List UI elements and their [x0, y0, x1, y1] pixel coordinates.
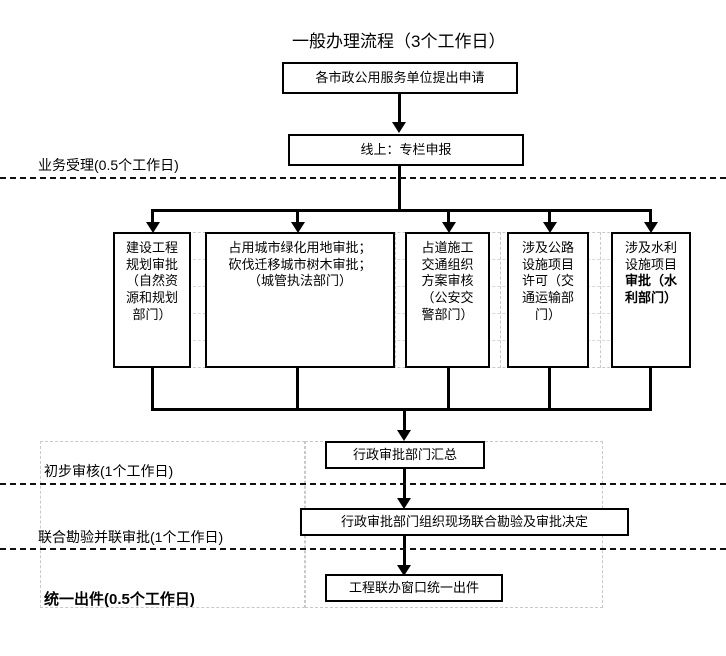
arrow-bus-to-summary: [397, 430, 411, 441]
node-summary[interactable]: 行政审批部门汇总: [325, 441, 485, 469]
node-highway-line-1: 涉及公路: [521, 240, 574, 255]
node-highway-line-3: 许可（交: [521, 273, 574, 289]
node-highway-lines: 涉及公路 设施项目 许可（交 通运输部 门）: [513, 240, 583, 323]
connector-bus-to-summary: [403, 408, 406, 438]
node-survey[interactable]: 行政审批部门组织现场联合勘验及审批决定: [300, 508, 629, 536]
node-survey-label: 行政审批部门组织现场联合勘验及审批决定: [340, 513, 588, 529]
grid-cell-parallel-area: [113, 232, 690, 368]
band-label-joint: 联合勘验并联审批(1个工作日): [38, 529, 224, 545]
band-label-review: 初步审核(1个工作日): [44, 463, 174, 479]
node-apply[interactable]: 各市政公用服务单位提出申请: [282, 62, 518, 94]
grid-line-v2: [395, 232, 396, 368]
fanout-arrow-3: [442, 222, 456, 233]
node-highway-line-5: 门）: [534, 306, 561, 322]
fanout-arrow-4: [543, 222, 557, 233]
node-traffic[interactable]: 占道施工 交通组织 方案审核 （公安交 警部门）: [405, 232, 490, 368]
fanin-branch-3: [447, 368, 450, 411]
node-summary-label: 行政审批部门汇总: [352, 446, 457, 462]
fanout-arrow-2: [291, 222, 305, 233]
node-planning-line-1: 建设工程: [125, 240, 178, 255]
grid-line-h4: [113, 340, 690, 341]
arrow-apply-to-online: [392, 122, 406, 133]
grid-line-h1: [113, 259, 690, 260]
node-water[interactable]: 涉及水利 设施项目 审批（水 利部门）: [611, 232, 691, 368]
band-separator-accept: [0, 177, 726, 179]
fanin-branch-2: [296, 368, 299, 411]
node-highway-line-4: 通运输部: [521, 289, 574, 305]
node-water-line-2: 设施项目: [624, 256, 677, 272]
node-apply-label: 各市政公用服务单位提出申请: [315, 69, 485, 85]
connector-survey-to-output: [403, 536, 406, 572]
fanout-arrow-5: [644, 222, 658, 233]
node-output[interactable]: 工程联办窗口统一出件: [325, 574, 503, 602]
band-separator-review: [0, 483, 726, 485]
node-traffic-line-1: 占道施工: [421, 240, 474, 255]
node-highway-line-2: 设施项目: [521, 256, 574, 272]
node-traffic-line-4: （公安交: [421, 289, 474, 305]
node-planning-line-2: 规划审批: [125, 256, 178, 272]
node-traffic-line-3: 方案审核: [421, 273, 474, 289]
fanout-branch-4: [548, 209, 551, 229]
connector-apply-to-online: [398, 94, 401, 128]
node-planning-line-4: 源和规划: [125, 289, 178, 305]
fanin-branch-1: [151, 368, 154, 411]
fanout-branch-1: [151, 209, 154, 229]
node-water-line-1: 涉及水利: [624, 240, 677, 255]
node-online-label: 线上：专栏申报: [360, 141, 452, 157]
arrow-survey-to-output: [397, 565, 411, 576]
fanout-arrow-1: [146, 222, 160, 233]
grid-line-v4: [600, 232, 601, 368]
fanout-branch-5: [649, 209, 652, 229]
node-water-line-4: 利部门）: [624, 289, 677, 305]
node-traffic-line-5: 警部门）: [421, 306, 474, 322]
fanin-branch-4: [548, 368, 551, 411]
fanin-branch-5: [649, 368, 652, 411]
node-planning[interactable]: 建设工程 规划审批 （自然资 源和规划 部门）: [113, 232, 191, 368]
node-online[interactable]: 线上：专栏申报: [288, 134, 524, 166]
grid-line-h2: [113, 286, 690, 287]
band-label-deliver: 统一出件(0.5个工作日): [44, 591, 195, 608]
fanout-branch-2: [296, 209, 299, 229]
node-planning-line-5: 部门）: [132, 306, 172, 322]
node-greenland-line-3: （城管执法部门）: [247, 273, 352, 289]
node-output-label: 工程联办窗口统一出件: [348, 579, 479, 595]
node-greenland-lines: 占用城市绿化用地审批； 砍伐迁移城市树木审批； （城管执法部门）: [211, 240, 389, 290]
node-greenland-line-2: 砍伐迁移城市树木审批；: [228, 256, 372, 272]
node-greenland[interactable]: 占用城市绿化用地审批； 砍伐迁移城市树木审批； （城管执法部门）: [205, 232, 395, 368]
node-planning-lines: 建设工程 规划审批 （自然资 源和规划 部门）: [119, 240, 185, 323]
connector-online-to-bus: [398, 166, 401, 210]
grid-line-h3: [113, 313, 690, 314]
node-water-lines: 涉及水利 设施项目 审批（水 利部门）: [617, 240, 685, 307]
page-title: 一般办理流程（3个工作日）: [292, 32, 506, 51]
node-planning-line-3: （自然资: [125, 273, 178, 289]
fanout-bus: [151, 209, 651, 212]
connector-summary-to-survey: [403, 469, 406, 505]
node-water-line-3: 审批（水: [624, 273, 677, 289]
arrow-summary-to-survey: [397, 498, 411, 509]
grid-line-v3: [500, 232, 501, 368]
node-greenland-line-1: 占用城市绿化用地审批；: [228, 240, 372, 255]
node-traffic-line-2: 交通组织: [421, 256, 474, 272]
fanin-bus: [151, 408, 652, 411]
band-separator-joint: [0, 548, 726, 550]
band-label-accept: 业务受理(0.5个工作日): [38, 157, 179, 173]
node-highway[interactable]: 涉及公路 设施项目 许可（交 通运输部 门）: [507, 232, 589, 368]
fanout-branch-3: [447, 209, 450, 229]
node-traffic-lines: 占道施工 交通组织 方案审核 （公安交 警部门）: [411, 240, 484, 323]
